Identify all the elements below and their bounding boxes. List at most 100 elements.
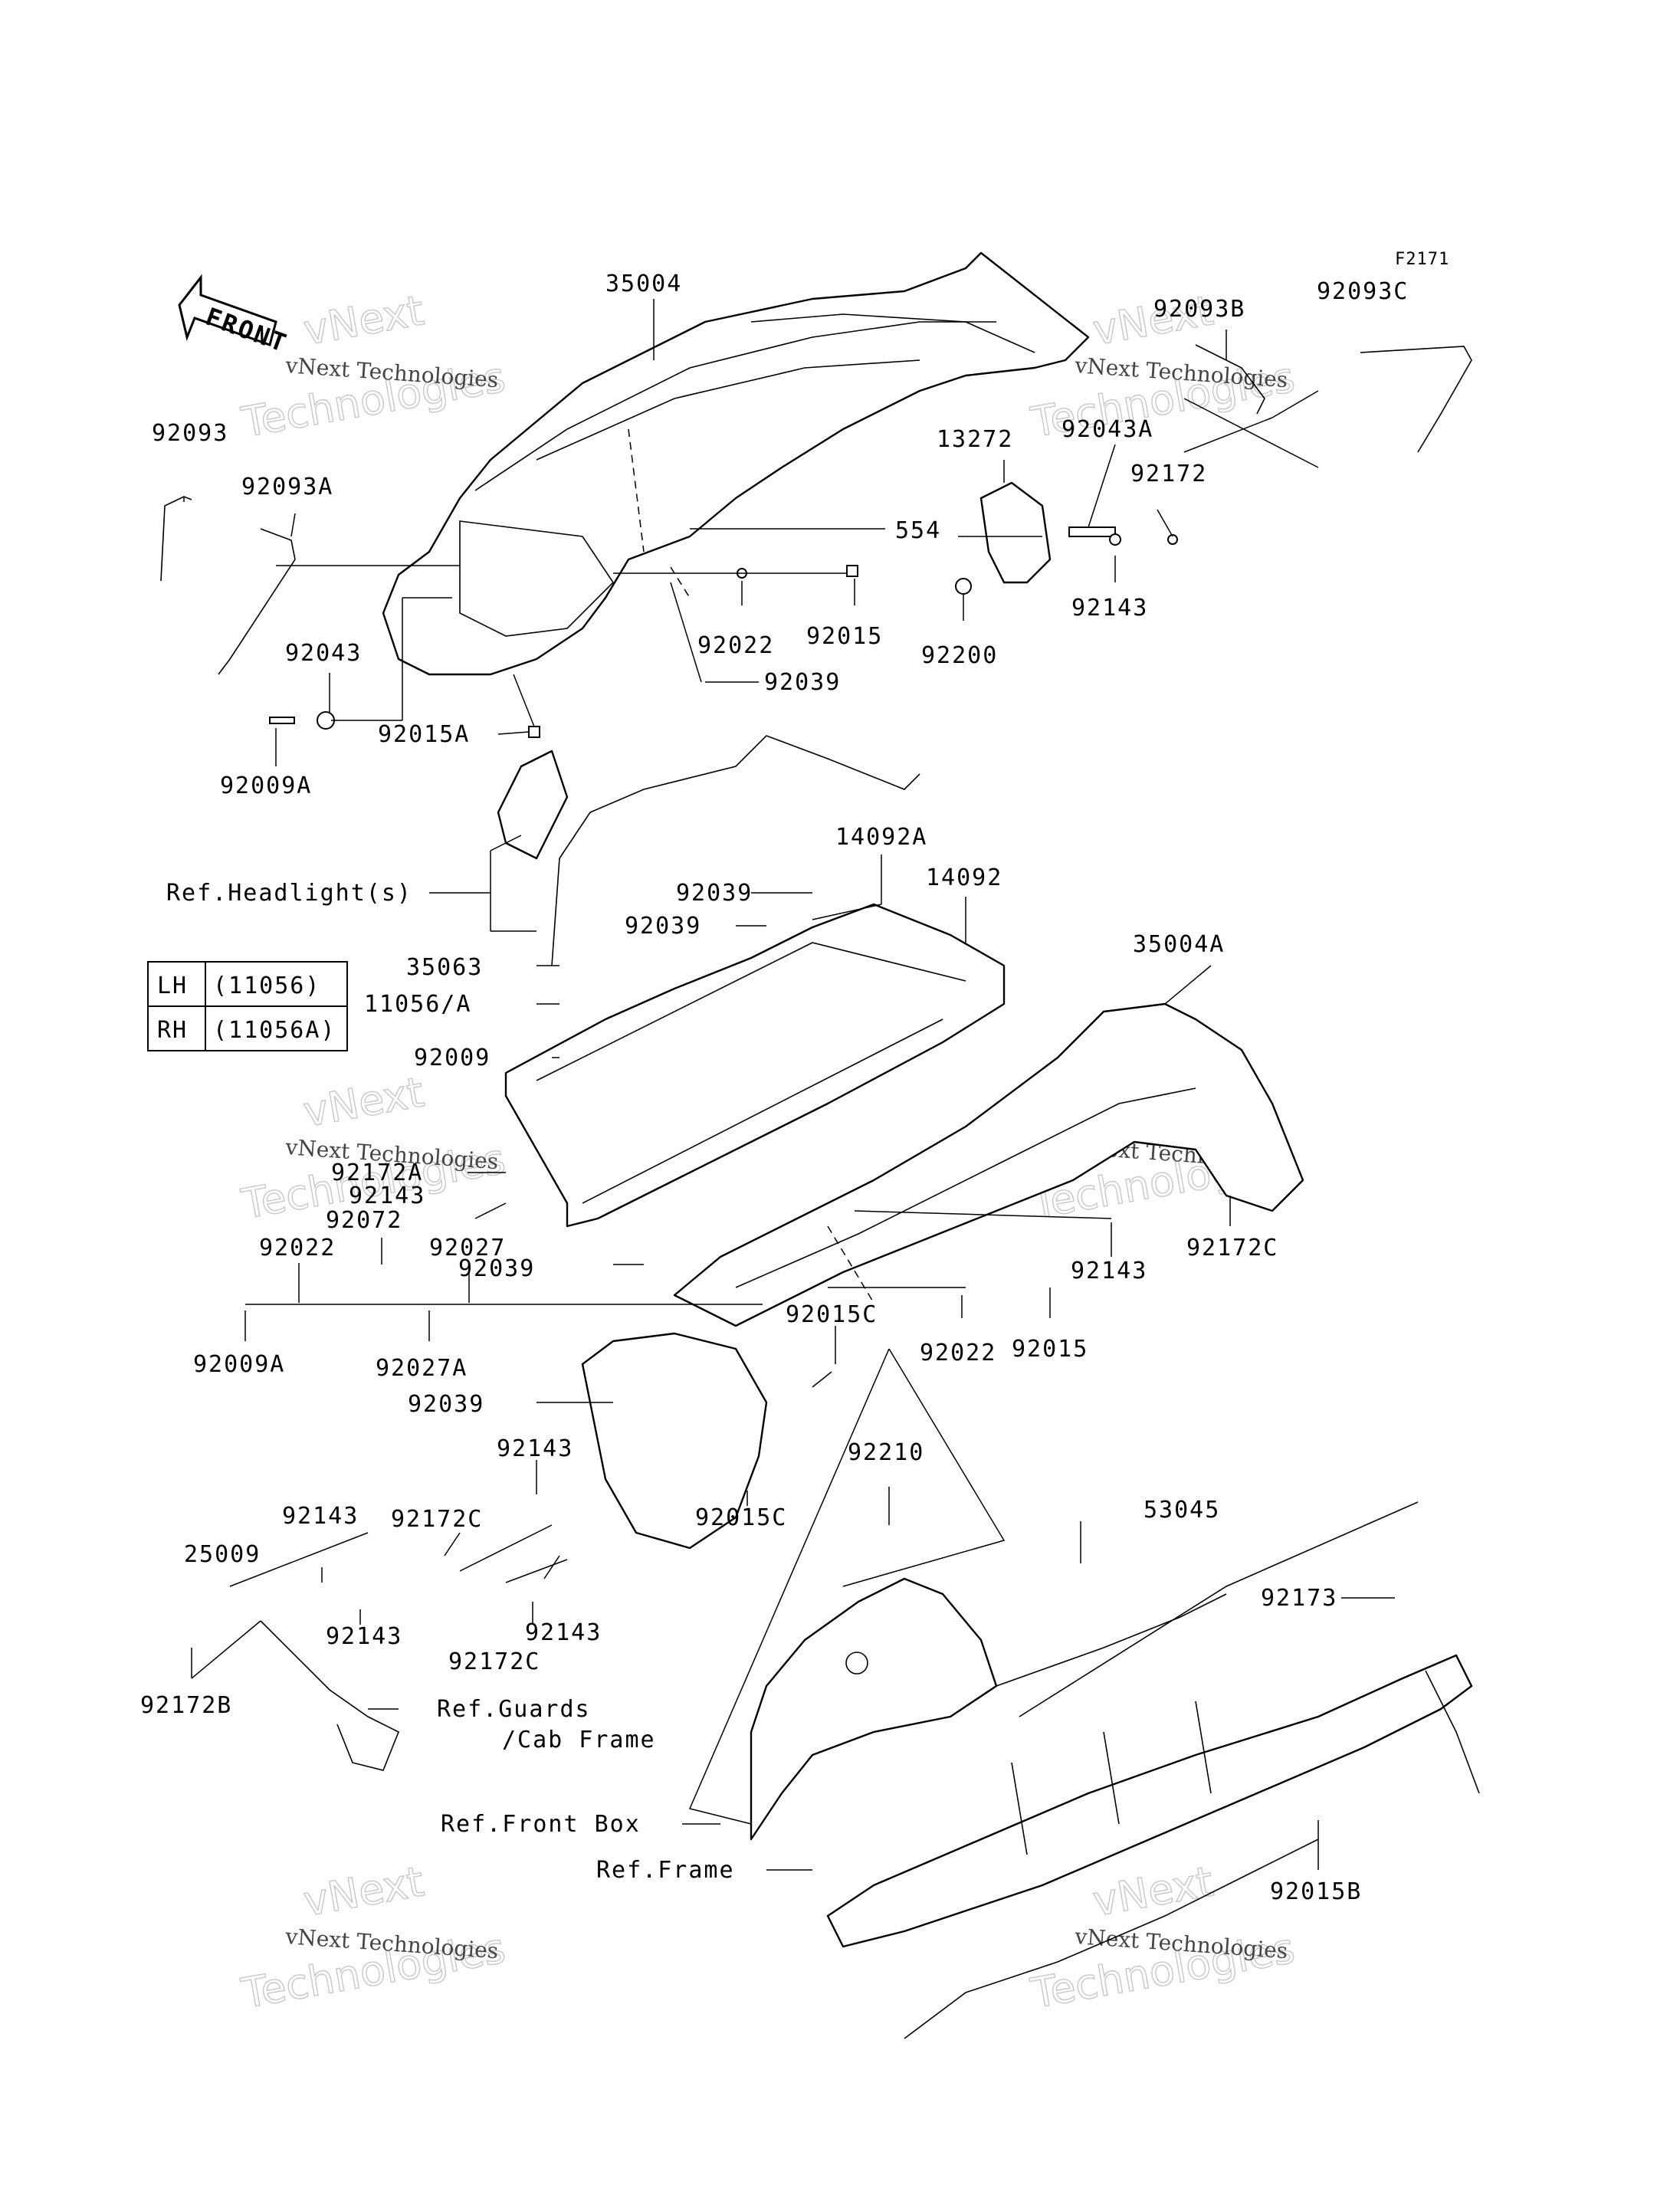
label-92009A-top: 92009A [220,772,312,799]
label-11056A: 11056/A [364,991,471,1018]
label-92093A: 92093A [241,474,333,500]
label-92043: 92043 [285,640,362,667]
reference-labels: Ref.Headlight(s) Ref.Guards /Cab Frame R… [166,880,735,1884]
label-92143-b: 92143 [349,1183,425,1209]
label-92043A: 92043A [1061,416,1153,443]
label-92200: 92200 [921,642,998,669]
ref-guards: Ref.Guards [437,1696,591,1723]
label-92210: 92210 [848,1439,924,1466]
label-92172: 92172 [1130,461,1207,487]
seal-strip-92093C [1360,346,1472,453]
label-53045: 53045 [1144,1497,1220,1524]
label-92143-d: 92143 [497,1435,573,1462]
watermark-line1: vNext [300,286,427,354]
label-92015C-a: 92015C [786,1301,878,1328]
label-92072: 92072 [326,1207,402,1234]
seal-strip-92093B [1195,344,1265,415]
label-92027: 92027 [429,1235,506,1261]
label-92039-c: 92039 [625,913,701,940]
washer-92143 [1109,533,1121,546]
lower-shroud [581,1332,768,1550]
stay-35063 [551,735,920,966]
lh-rh-table: LH (11056) RH (11056A) [147,961,348,1051]
label-92172B: 92172B [140,1692,232,1719]
inner-fender-outline [688,1348,890,1825]
part-labels: 35004 92093B 92093C 92093 92093A 13272 9… [140,271,1409,1905]
label-92015-c: 92015 [1012,1336,1088,1363]
seal-strip-92093A [218,528,296,675]
dashed-guides [628,428,874,1304]
label-25009: 25009 [184,1541,261,1568]
watermark-line1: vNext [1089,1857,1216,1925]
watermark-bottom-left: vNext Technologies vNext Technologies [238,1857,510,2019]
table-side-lh: LH [157,973,188,999]
label-92015-top: 92015 [806,623,883,650]
vehicle-frame [826,1593,1480,2039]
label-92015A: 92015A [378,721,470,748]
inner-fender [750,1577,998,1841]
label-92022-top: 92022 [697,632,774,659]
label-92172A: 92172A [331,1160,423,1186]
label-92009A-bottom: 92009A [193,1351,285,1378]
label-92039-d: 92039 [458,1255,535,1282]
label-92143-g: 92143 [525,1619,602,1646]
inner-fender-outline-2 [842,1348,1006,1587]
ref-frame: Ref.Frame [596,1857,735,1884]
label-92009: 92009 [414,1045,491,1071]
seal-strip-92093 [160,496,192,582]
label-92093B: 92093B [1153,296,1245,323]
label-14092: 14092 [926,864,1002,891]
washer-92200 [955,578,972,595]
label-92015C-b: 92015C [695,1504,787,1531]
label-92022-c: 92022 [920,1340,996,1366]
label-92039-e: 92039 [408,1391,484,1418]
label-92173: 92173 [1261,1585,1337,1612]
label-92022-b: 92022 [259,1235,336,1261]
label-92039-b: 92039 [676,880,753,907]
label-92143-top: 92143 [1071,595,1148,622]
watermark-line1: vNext [300,1068,427,1136]
nut-92015 [846,565,858,577]
ref-headlight: Ref.Headlight(s) [166,880,412,907]
nut-92172 [1167,534,1178,545]
guard-stay-25009 [260,1620,400,1771]
label-92143-e: 92143 [282,1503,359,1530]
bracket-13272 [979,481,1052,584]
pin-92043A [1068,526,1116,537]
nut-92015A [528,726,540,738]
label-92143-c: 92143 [1071,1258,1147,1284]
label-14092A: 14092A [835,824,927,851]
roof-cover-part [382,251,1090,676]
label-554: 554 [895,517,941,544]
label-35004A: 35004A [1133,931,1225,958]
watermark-top-left: vNext Technologies vNext Technologies [238,286,510,448]
label-92172C-a: 92172C [391,1506,483,1533]
figure-code: F2171 [1395,250,1449,269]
headlight-bracket [497,750,569,860]
front-arrow-icon: FRONT [178,274,292,359]
ref-cab-frame: /Cab Frame [502,1727,656,1753]
label-92015B: 92015B [1270,1878,1362,1905]
label-92093: 92093 [152,420,228,447]
side-panel-14092 [504,903,1006,1228]
front-fender-35004A [673,1002,1304,1327]
table-code-lh: (11056) [213,973,320,999]
label-92027A: 92027A [376,1355,468,1382]
bolt-92009A [269,717,295,724]
ref-front-box: Ref.Front Box [441,1811,641,1838]
label-92093C: 92093C [1317,278,1409,305]
table-code-rh: (11056A) [213,1017,336,1044]
label-35063: 35063 [406,954,483,981]
label-13272: 13272 [937,426,1013,453]
watermark-bottom-right: vNext Technologies vNext Technologies [1027,1857,1299,2019]
label-92172C-right: 92172C [1186,1235,1278,1261]
label-92172C-b: 92172C [448,1648,540,1675]
cable-53045 [1019,1501,1419,1717]
label-35004: 35004 [605,271,682,297]
label-92143-f: 92143 [326,1623,402,1650]
label-92039-top: 92039 [764,669,841,696]
leader-lines [183,299,1395,1871]
watermark-line1: vNext [300,1857,427,1925]
